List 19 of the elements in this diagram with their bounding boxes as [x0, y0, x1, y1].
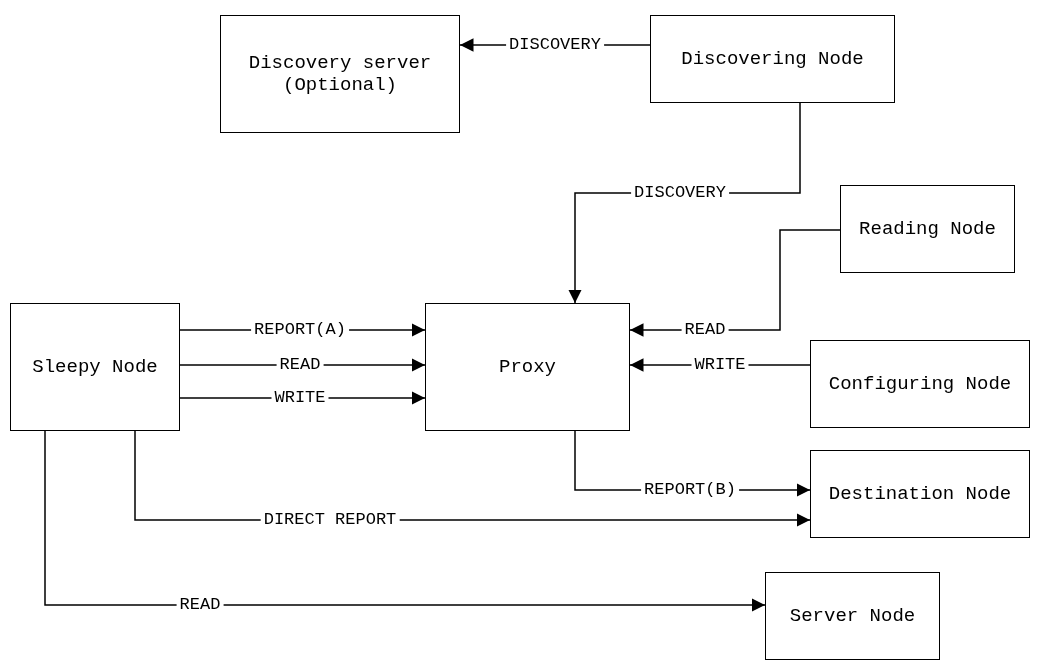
process-box: [650, 15, 895, 103]
node-label: Discovering Node: [681, 48, 864, 70]
edge-label: REPORT(A): [251, 320, 349, 340]
process-box: [10, 303, 180, 431]
node-label: Sleepy Node: [32, 356, 158, 378]
arrow: [44, 430, 766, 612]
node-label: Proxy: [499, 356, 556, 378]
node-label: Destination Node: [828, 483, 1012, 505]
node-label: Reading Node: [859, 218, 996, 240]
process-box: [425, 303, 630, 431]
process-box: [220, 15, 460, 133]
node-label: Discovery server (Optional): [247, 52, 433, 96]
process-box: [810, 450, 1030, 538]
process-box: [810, 340, 1030, 428]
edge-label: REPORT(B): [641, 480, 739, 500]
process-box: [840, 185, 1015, 273]
process-box: [765, 572, 940, 660]
node-label: Server Node: [789, 605, 916, 627]
node-label: Configuring Node: [828, 373, 1012, 395]
